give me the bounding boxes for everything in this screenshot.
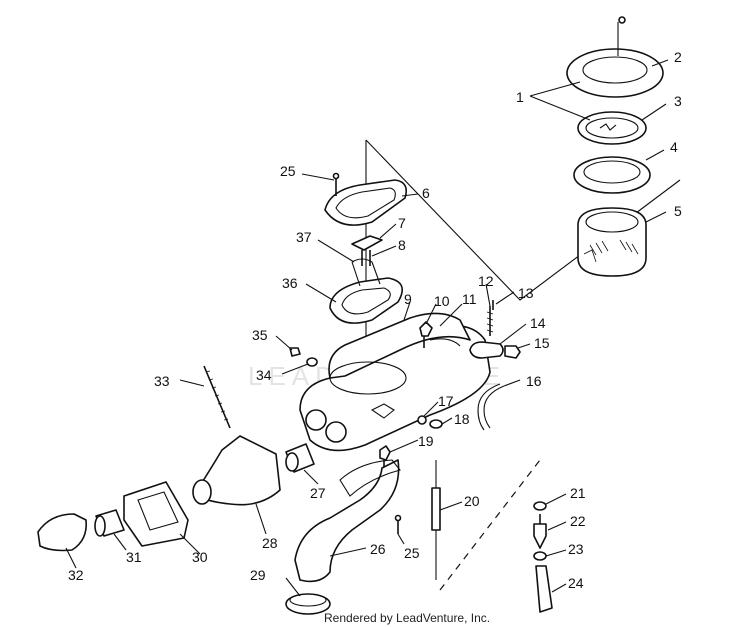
- callout-2: 2: [674, 49, 682, 65]
- callout-5: 5: [674, 203, 682, 219]
- callout-15: 15: [534, 335, 550, 351]
- callout-21: 21: [570, 485, 586, 501]
- callout-13: 13: [518, 285, 534, 301]
- callout-20: 20: [464, 493, 480, 509]
- clamp-21: [533, 501, 547, 511]
- washer-18: [429, 419, 443, 429]
- leader-lines: [65, 59, 669, 597]
- fitting-10: [419, 321, 433, 348]
- callout-30: 30: [192, 549, 208, 565]
- bolt-25-lower: [394, 514, 402, 534]
- callout-3: 3: [674, 93, 682, 109]
- ring-31: [94, 509, 125, 537]
- callout-25-top: 25: [280, 163, 296, 179]
- screw-17: [417, 415, 427, 425]
- callout-17: 17: [438, 393, 454, 409]
- cap-32: [37, 513, 88, 552]
- callout-22: 22: [570, 513, 586, 529]
- breather-hose: [469, 341, 521, 359]
- callout-1: 1: [516, 89, 524, 105]
- callout-23: 23: [568, 541, 584, 557]
- intake-duct-26: [294, 459, 401, 583]
- callout-28: 28: [262, 535, 278, 551]
- callout-33: 33: [154, 373, 170, 389]
- callout-7: 7: [398, 215, 406, 231]
- callout-25-lower: 25: [404, 545, 420, 561]
- callout-35: 35: [252, 327, 268, 343]
- callout-labels: 1 2 3 4 5 6 7 8 9 10 11 12 13 14 15 16 1…: [68, 49, 682, 591]
- coupler-27: [285, 443, 315, 473]
- intake-flange-30: [123, 481, 189, 547]
- callout-26: 26: [370, 541, 386, 557]
- callout-8: 8: [398, 237, 406, 253]
- callout-18: 18: [454, 411, 470, 427]
- filter-adapter: [329, 250, 404, 324]
- callout-10: 10: [434, 293, 450, 309]
- callout-4: 4: [670, 139, 678, 155]
- callout-11: 11: [462, 291, 477, 307]
- rod-33: [203, 365, 231, 429]
- callout-36: 36: [282, 275, 298, 291]
- cover-gasket: [577, 111, 647, 145]
- pre-filter: [573, 156, 651, 194]
- callout-27: 27: [310, 485, 326, 501]
- callout-12: 12: [478, 273, 494, 289]
- callout-19: 19: [418, 433, 434, 449]
- bolt-25-top: [332, 172, 340, 196]
- callout-16: 16: [526, 373, 542, 389]
- washer-34: [306, 357, 318, 367]
- callout-24: 24: [568, 575, 584, 591]
- drain-hose-16: [477, 383, 505, 431]
- credit-text: Rendered by LeadVenture, Inc.: [324, 611, 490, 625]
- callout-34: 34: [256, 367, 272, 383]
- hose-24: [535, 565, 553, 613]
- callout-9: 9: [404, 291, 412, 307]
- callout-37: 37: [296, 229, 312, 245]
- callout-14: 14: [530, 315, 546, 331]
- air-cleaner-cover: [566, 16, 664, 98]
- clamp-bracket: [351, 235, 383, 251]
- clamp-29: [285, 593, 331, 615]
- screw-35: [289, 347, 301, 357]
- inline-filter-22: [533, 514, 547, 549]
- callout-6: 6: [422, 185, 430, 201]
- breather-rod: [486, 300, 494, 336]
- intake-boot-28: [192, 435, 281, 506]
- clamp-23: [533, 551, 547, 561]
- mounting-plate-gasket: [324, 179, 408, 226]
- air-box: [299, 312, 491, 452]
- tube-20: [431, 460, 441, 580]
- filter-element: [577, 207, 647, 277]
- callout-29: 29: [250, 567, 266, 583]
- callout-32: 32: [68, 567, 84, 583]
- callout-31: 31: [126, 549, 142, 565]
